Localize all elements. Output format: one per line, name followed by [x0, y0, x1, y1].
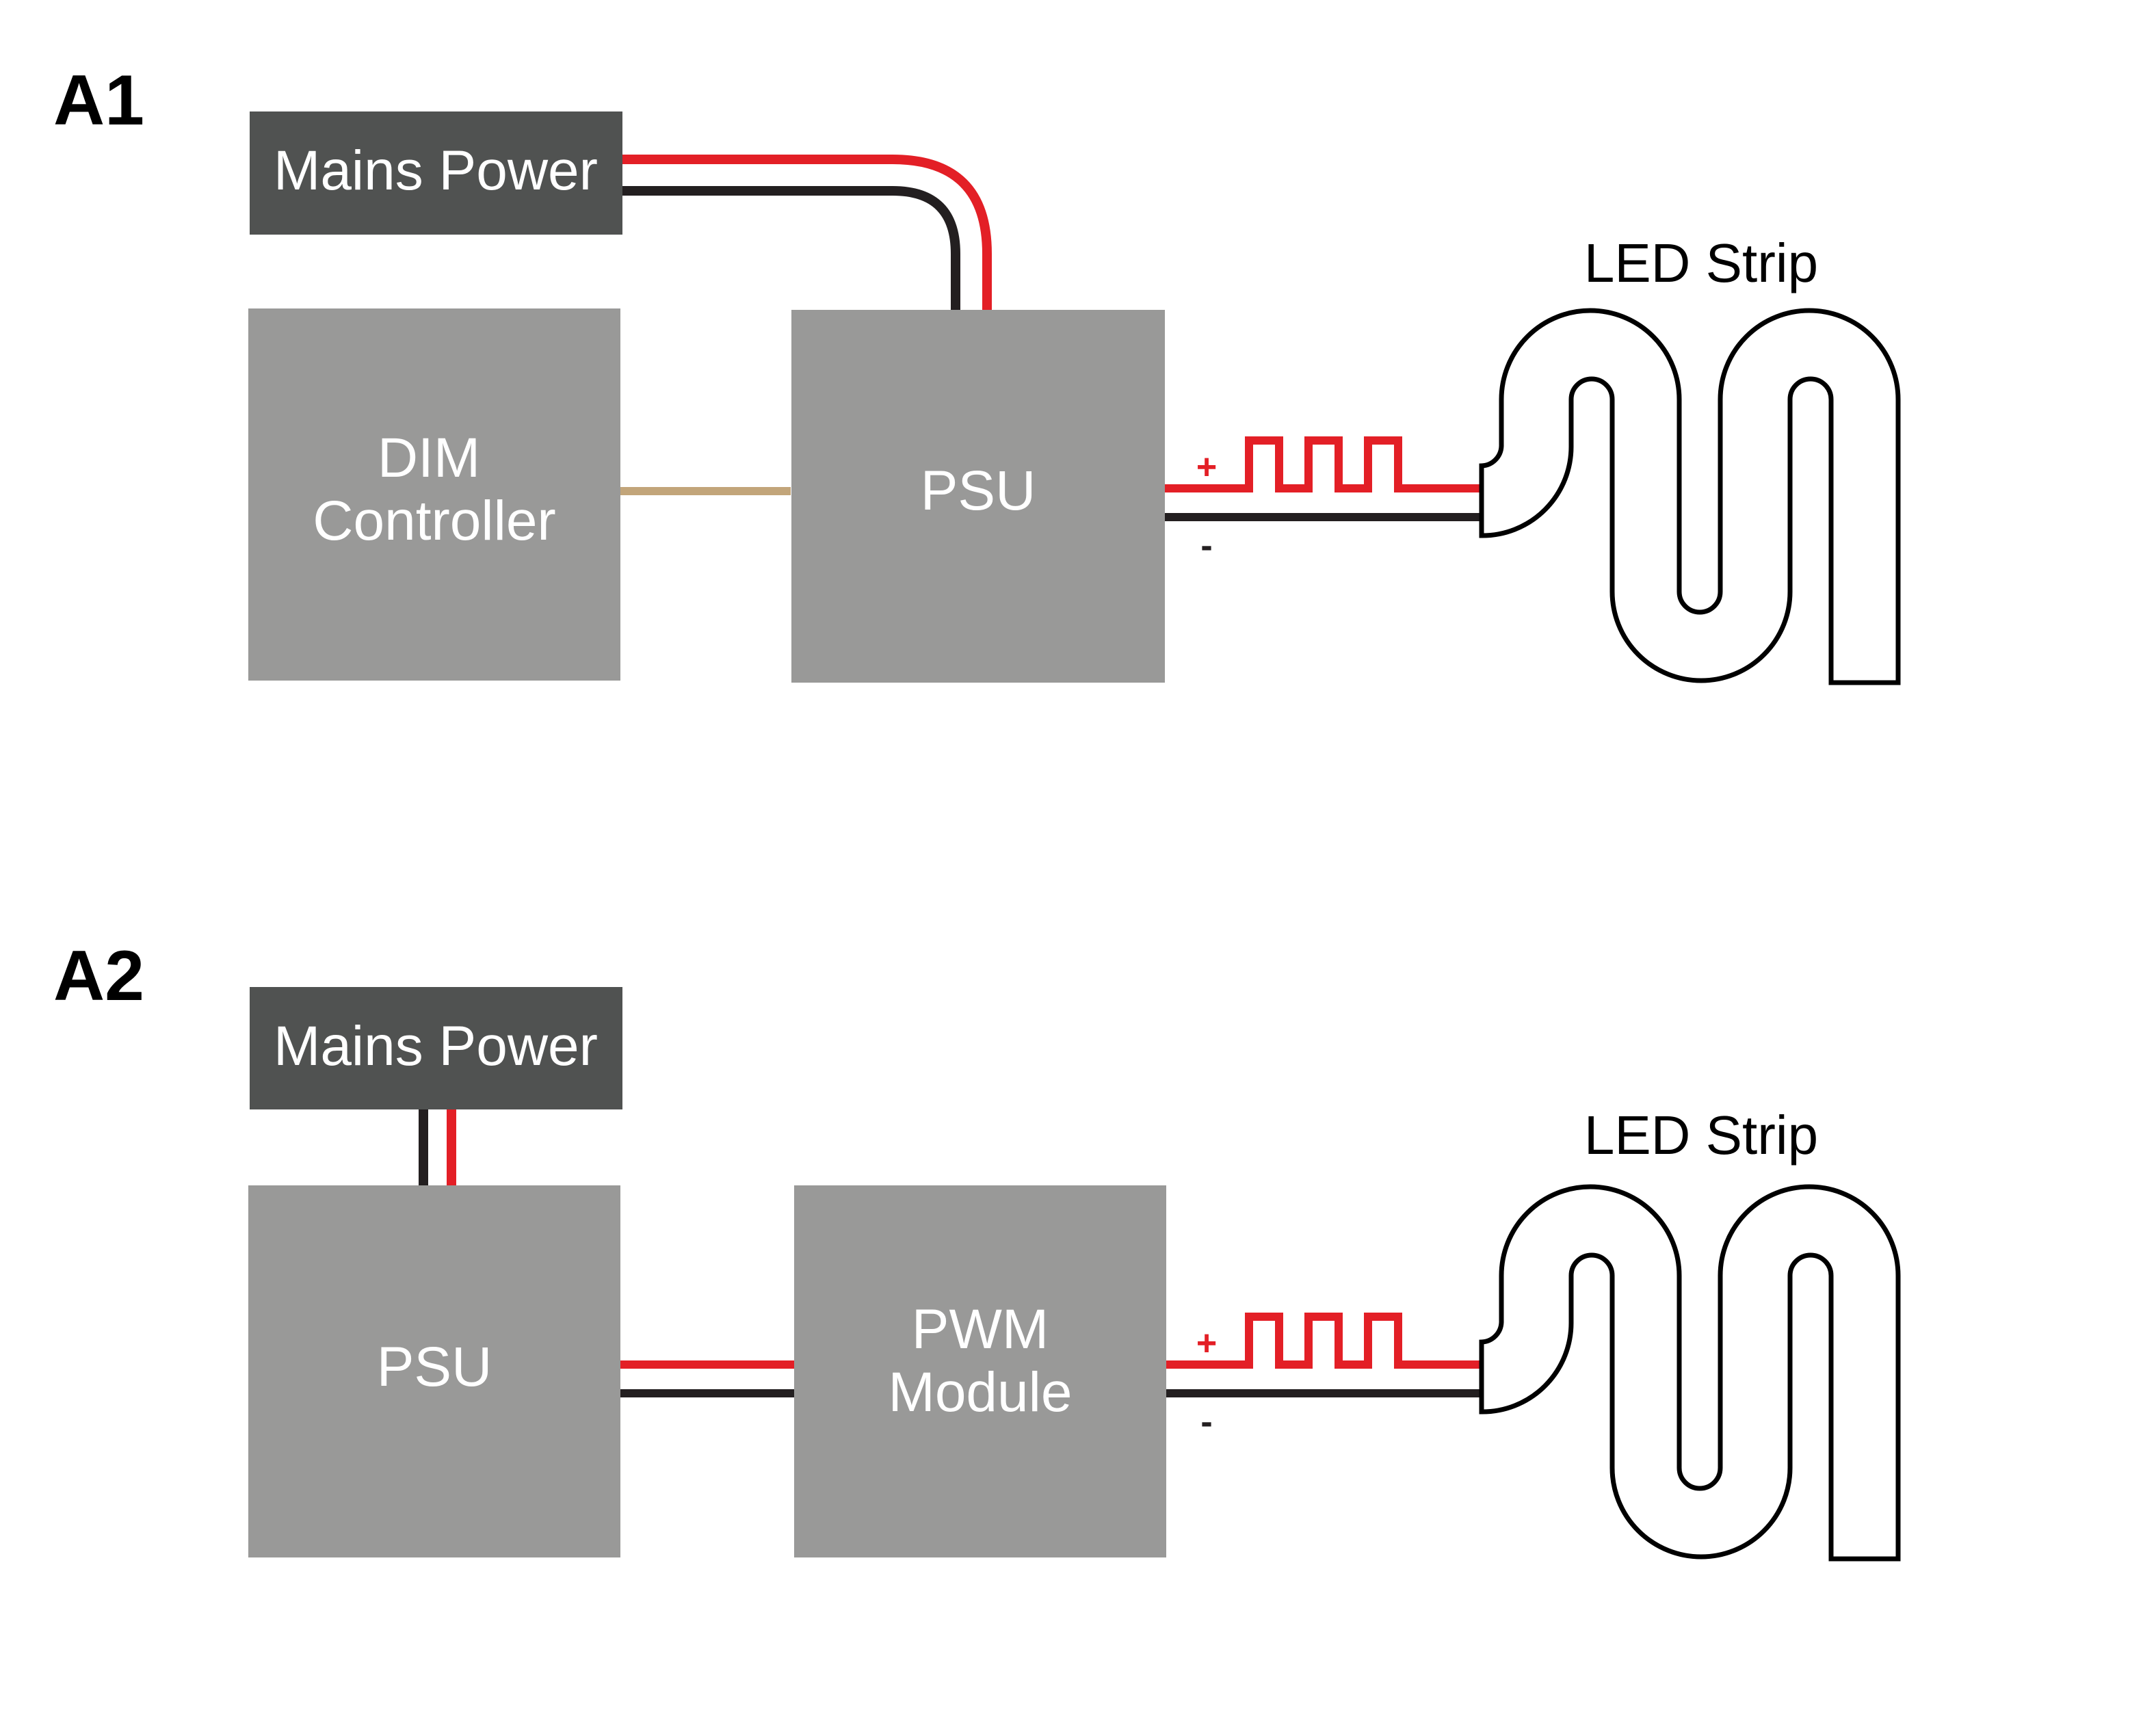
positive-sign-a1: +: [1196, 447, 1217, 487]
pwm-module-box-a2: [794, 1185, 1166, 1557]
led-strip-label-a1: LED Strip: [1584, 233, 1818, 293]
mains-power-label-a1: Mains Power: [274, 140, 598, 202]
psu-label-a1: PSU: [921, 460, 1036, 522]
psu-box-a1: [791, 310, 1165, 683]
dim-controller-label-line1: DIM: [378, 427, 480, 489]
dim-controller-label-line2: Controller: [313, 490, 555, 552]
pwm-positive-wire-a1: [1165, 436, 1481, 492]
psu-box-a2: [248, 1185, 620, 1557]
dim-controller-box-a1: [248, 308, 620, 681]
positive-sign-a2: +: [1196, 1324, 1217, 1363]
led-strip-a2: [1479, 1184, 1901, 1562]
led-strip-label-a2: LED Strip: [1584, 1105, 1818, 1166]
pwm-module-label-line2: Module: [889, 1361, 1073, 1423]
diagram-a2: A2 Mains Power PSU PWM Module + - LED St…: [53, 936, 1901, 1562]
mains-positive-wire-a1: [619, 155, 992, 311]
diagram-a1: A1 Mains Power DIM Controller PSU + - LE…: [53, 61, 1901, 685]
section-label-a2: A2: [53, 936, 144, 1016]
pwm-positive-wire-a2: [1166, 1313, 1481, 1369]
mains-power-box-a1: [250, 111, 622, 235]
psu-label-a2: PSU: [377, 1336, 492, 1398]
mains-power-box-a2: [250, 987, 622, 1109]
mains-negative-wire-a1: [619, 186, 960, 311]
led-strip-a1: [1479, 308, 1901, 685]
negative-sign-a2: -: [1200, 1402, 1212, 1442]
section-label-a1: A1: [53, 61, 144, 140]
mains-power-label-a2: Mains Power: [274, 1015, 598, 1077]
pwm-module-label-line1: PWM: [912, 1298, 1049, 1360]
negative-sign-a1: -: [1200, 526, 1212, 566]
